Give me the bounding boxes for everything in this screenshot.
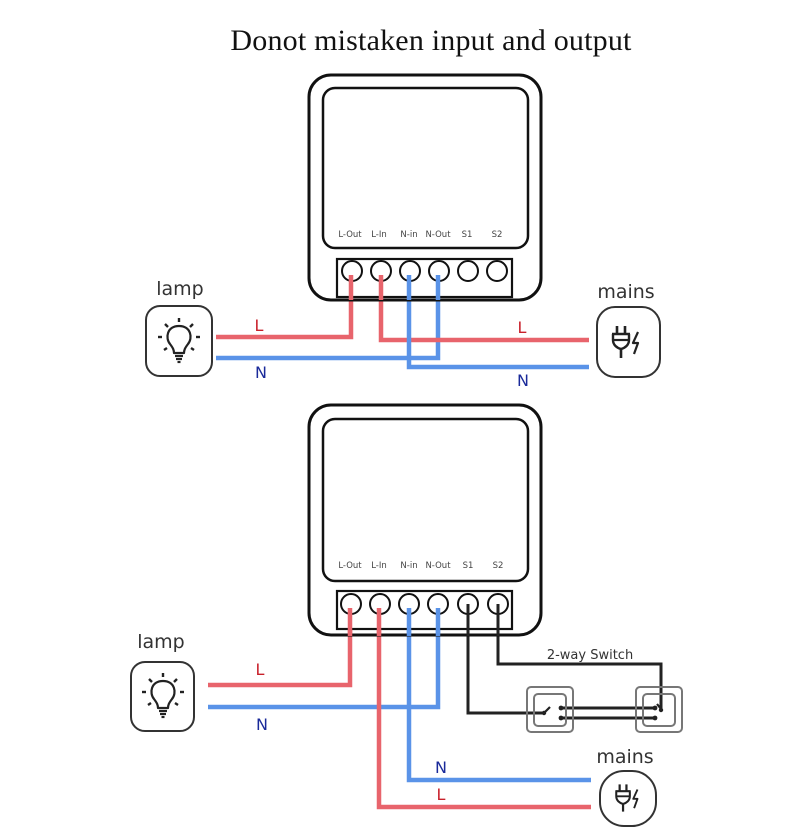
mains-device bbox=[599, 770, 657, 827]
terminal-labels: L-Out L-In N-in N-Out S1 S2 bbox=[338, 230, 502, 240]
diagram-basic-wiring: L-Out L-In N-in N-Out S1 S2 bbox=[145, 73, 661, 390]
switch-1-pin-a bbox=[558, 705, 564, 711]
wire-s1-to-switch-1 bbox=[466, 605, 544, 715]
terminal-label-n-in: N-in bbox=[400, 230, 417, 240]
terminals bbox=[341, 260, 508, 282]
mains-label: mains bbox=[596, 746, 653, 768]
lamp-device bbox=[130, 661, 195, 732]
wire-mains-neutral bbox=[406, 605, 591, 783]
lamp-device bbox=[145, 305, 213, 377]
switch-1-inner-frame bbox=[533, 693, 567, 727]
lamp-wire-label-live: L bbox=[256, 660, 265, 679]
wire-mains-live bbox=[376, 605, 591, 810]
mains-wire-label-live: L bbox=[518, 318, 527, 337]
lamp-wire-label-live: L bbox=[255, 316, 264, 335]
module-face bbox=[321, 86, 530, 250]
terminal-label-n-out: N-Out bbox=[425, 230, 451, 240]
terminal-label-s1: S1 bbox=[463, 561, 474, 571]
switch-2-pin-b bbox=[652, 715, 658, 721]
terminal-block bbox=[335, 257, 514, 299]
two-way-switch-label: 2-way Switch bbox=[547, 648, 633, 663]
terminal-label-l-in: L-In bbox=[371, 561, 387, 571]
terminal-label-l-in: L-In bbox=[371, 230, 387, 240]
module-face bbox=[321, 417, 530, 583]
mains-wire-label-neutral: N bbox=[517, 371, 529, 390]
terminal-label-n-out: N-Out bbox=[425, 561, 451, 571]
terminal-label-s1: S1 bbox=[462, 230, 473, 240]
switch-1-pin-b bbox=[558, 715, 564, 721]
terminal-label-l-out: L-Out bbox=[338, 561, 362, 571]
terminal-labels: L-Out L-In N-in N-Out S1 S2 bbox=[338, 561, 503, 571]
mains-wire-label-neutral: N bbox=[435, 758, 447, 777]
wire-lamp-neutral bbox=[216, 276, 441, 361]
switch-module: L-Out L-In N-in N-Out S1 S2 bbox=[307, 73, 543, 302]
mains-label: mains bbox=[597, 281, 654, 303]
mains-device bbox=[596, 306, 661, 378]
mains-wire-label-live: L bbox=[437, 785, 446, 804]
switch-2-inner-frame bbox=[642, 693, 676, 727]
diagram-title: Donot mistaken input and output bbox=[230, 24, 632, 57]
terminal-label-n-in: N-in bbox=[400, 561, 417, 571]
terminal-label-l-out: L-Out bbox=[338, 230, 362, 240]
terminal-s1 bbox=[457, 260, 479, 282]
lamp-box bbox=[130, 661, 195, 732]
terminal-label-s2: S2 bbox=[493, 561, 504, 571]
switch-module: L-Out L-In N-in N-Out S1 S2 bbox=[307, 403, 543, 637]
module-body bbox=[307, 403, 543, 637]
wire-mains-neutral bbox=[406, 276, 589, 370]
switch-1-common-pin bbox=[541, 710, 547, 716]
two-way-switch-2 bbox=[635, 686, 683, 733]
terminal-block bbox=[335, 589, 514, 631]
switch-2-common-pin bbox=[658, 707, 664, 713]
terminal-label-s2: S2 bbox=[492, 230, 503, 240]
mains-box bbox=[599, 770, 657, 827]
switch-2-pin-a bbox=[652, 705, 658, 711]
wire-lamp-live bbox=[208, 605, 353, 688]
terminal-s2 bbox=[486, 260, 508, 282]
lamp-label: lamp bbox=[156, 278, 204, 300]
two-way-switch-1 bbox=[526, 686, 574, 733]
lamp-wire-label-neutral: N bbox=[256, 715, 268, 734]
switch-2-outer-frame bbox=[635, 686, 683, 733]
diagram-two-way-switch-wiring: L-Out L-In N-in N-Out S1 S2 bbox=[130, 403, 683, 827]
lamp-wire-label-neutral: N bbox=[255, 363, 267, 382]
switch-1-outer-frame bbox=[526, 686, 574, 733]
lamp-label: lamp bbox=[137, 631, 185, 653]
lamp-box bbox=[145, 305, 213, 377]
wire-lamp-neutral bbox=[208, 605, 441, 710]
